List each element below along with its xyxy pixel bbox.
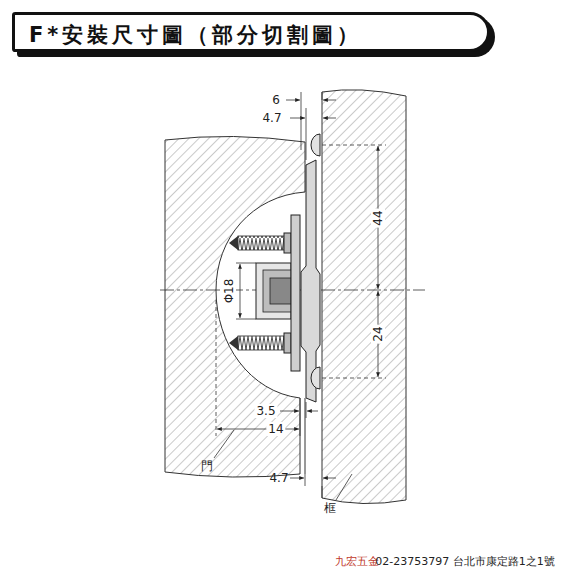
frame-plate: [301, 160, 320, 402]
bumper: [311, 134, 320, 156]
part-name: 框: [324, 502, 336, 514]
dimension: Φ18: [222, 277, 236, 306]
dimension-lines: [214, 92, 386, 500]
frame-section: [322, 90, 406, 504]
part-name: 門: [201, 460, 213, 472]
title: F*安裝尺寸圖（部分切割圖）: [29, 21, 487, 49]
door-section: [165, 136, 305, 477]
door-plate: [291, 215, 300, 371]
bumper: [311, 367, 320, 389]
dimension: 4.7: [269, 472, 288, 484]
title-banner: F*安裝尺寸圖（部分切割圖）: [12, 12, 490, 52]
dimension: 6: [272, 94, 280, 106]
screw: [229, 233, 291, 353]
dimension: 14: [266, 422, 285, 436]
contact-note: 02-23753797 台北市康定路1之1號: [375, 556, 554, 567]
dimension: 24: [371, 324, 385, 343]
latch-body: [256, 263, 291, 319]
dimension: 44: [371, 208, 385, 227]
dimension: 4.7: [262, 112, 281, 124]
company-name: 九宏五金: [335, 556, 379, 567]
dimension: 3.5: [254, 404, 277, 418]
